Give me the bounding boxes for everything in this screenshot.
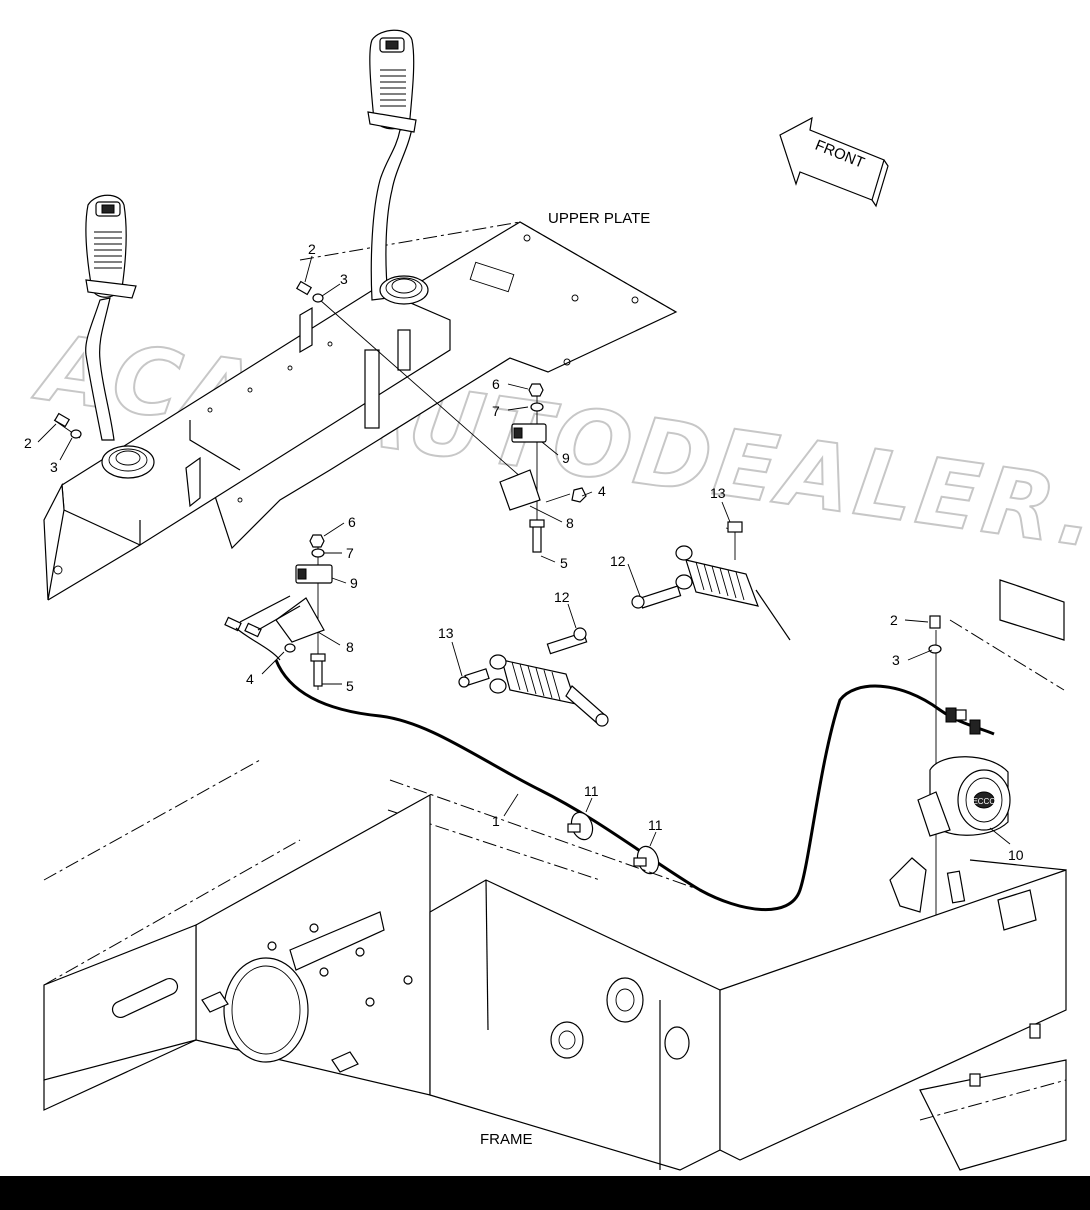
cable-tie-1 [567,811,594,841]
control-console [43,287,451,601]
callout-8: 8 [346,639,354,655]
callout-9: 9 [562,450,570,466]
switch-assembly-lower [53,280,333,690]
callout-2: 2 [24,435,32,451]
machine-frame: FRAME [43,579,1067,1171]
callout-6: 6 [348,514,356,530]
right-joystick [367,29,429,305]
callout-2: 2 [890,612,898,628]
callout-13: 13 [438,625,454,641]
backup-alarm: ECCO [917,756,1011,837]
callout-5: 5 [560,555,568,571]
callout-8: 8 [566,515,574,531]
left-joystick [85,194,155,479]
spring-upper [631,521,791,641]
callout-13: 13 [710,485,726,501]
frame-label: FRAME [480,1131,533,1148]
callout-10: 10 [1008,847,1024,863]
front-arrow-icon: FRONT [779,116,889,208]
callout-3: 3 [340,271,348,287]
callout-1: 1 [492,813,500,829]
bottom-bar [0,1176,1090,1210]
upper-plate: UPPER PLATE [189,210,678,550]
callout-3: 3 [892,652,900,668]
spring-lower [458,627,609,727]
callout-3: 3 [50,459,58,475]
callout-2: 2 [308,241,316,257]
harness-connectors [224,595,301,661]
upper-plate-label: UPPER PLATE [548,210,650,227]
callout-12: 12 [610,553,626,569]
leader-lines [37,255,1011,847]
callout-5: 5 [346,678,354,694]
callout-6: 6 [492,376,500,392]
callout-7: 7 [346,545,354,561]
callout-11: 11 [648,817,663,833]
switch-assembly-upper [319,299,587,553]
callout-labels: 2 3 2 3 6 7 9 4 8 5 6 7 9 8 4 5 13 12 12… [24,241,1024,863]
harness-cable [274,659,995,911]
callout-4: 4 [598,483,606,499]
callout-7: 7 [492,403,500,419]
callout-4: 4 [246,671,254,687]
alarm-badge: ECCO [972,797,995,806]
callout-11: 11 [584,783,599,799]
callout-12: 12 [554,589,570,605]
callout-9: 9 [350,575,358,591]
